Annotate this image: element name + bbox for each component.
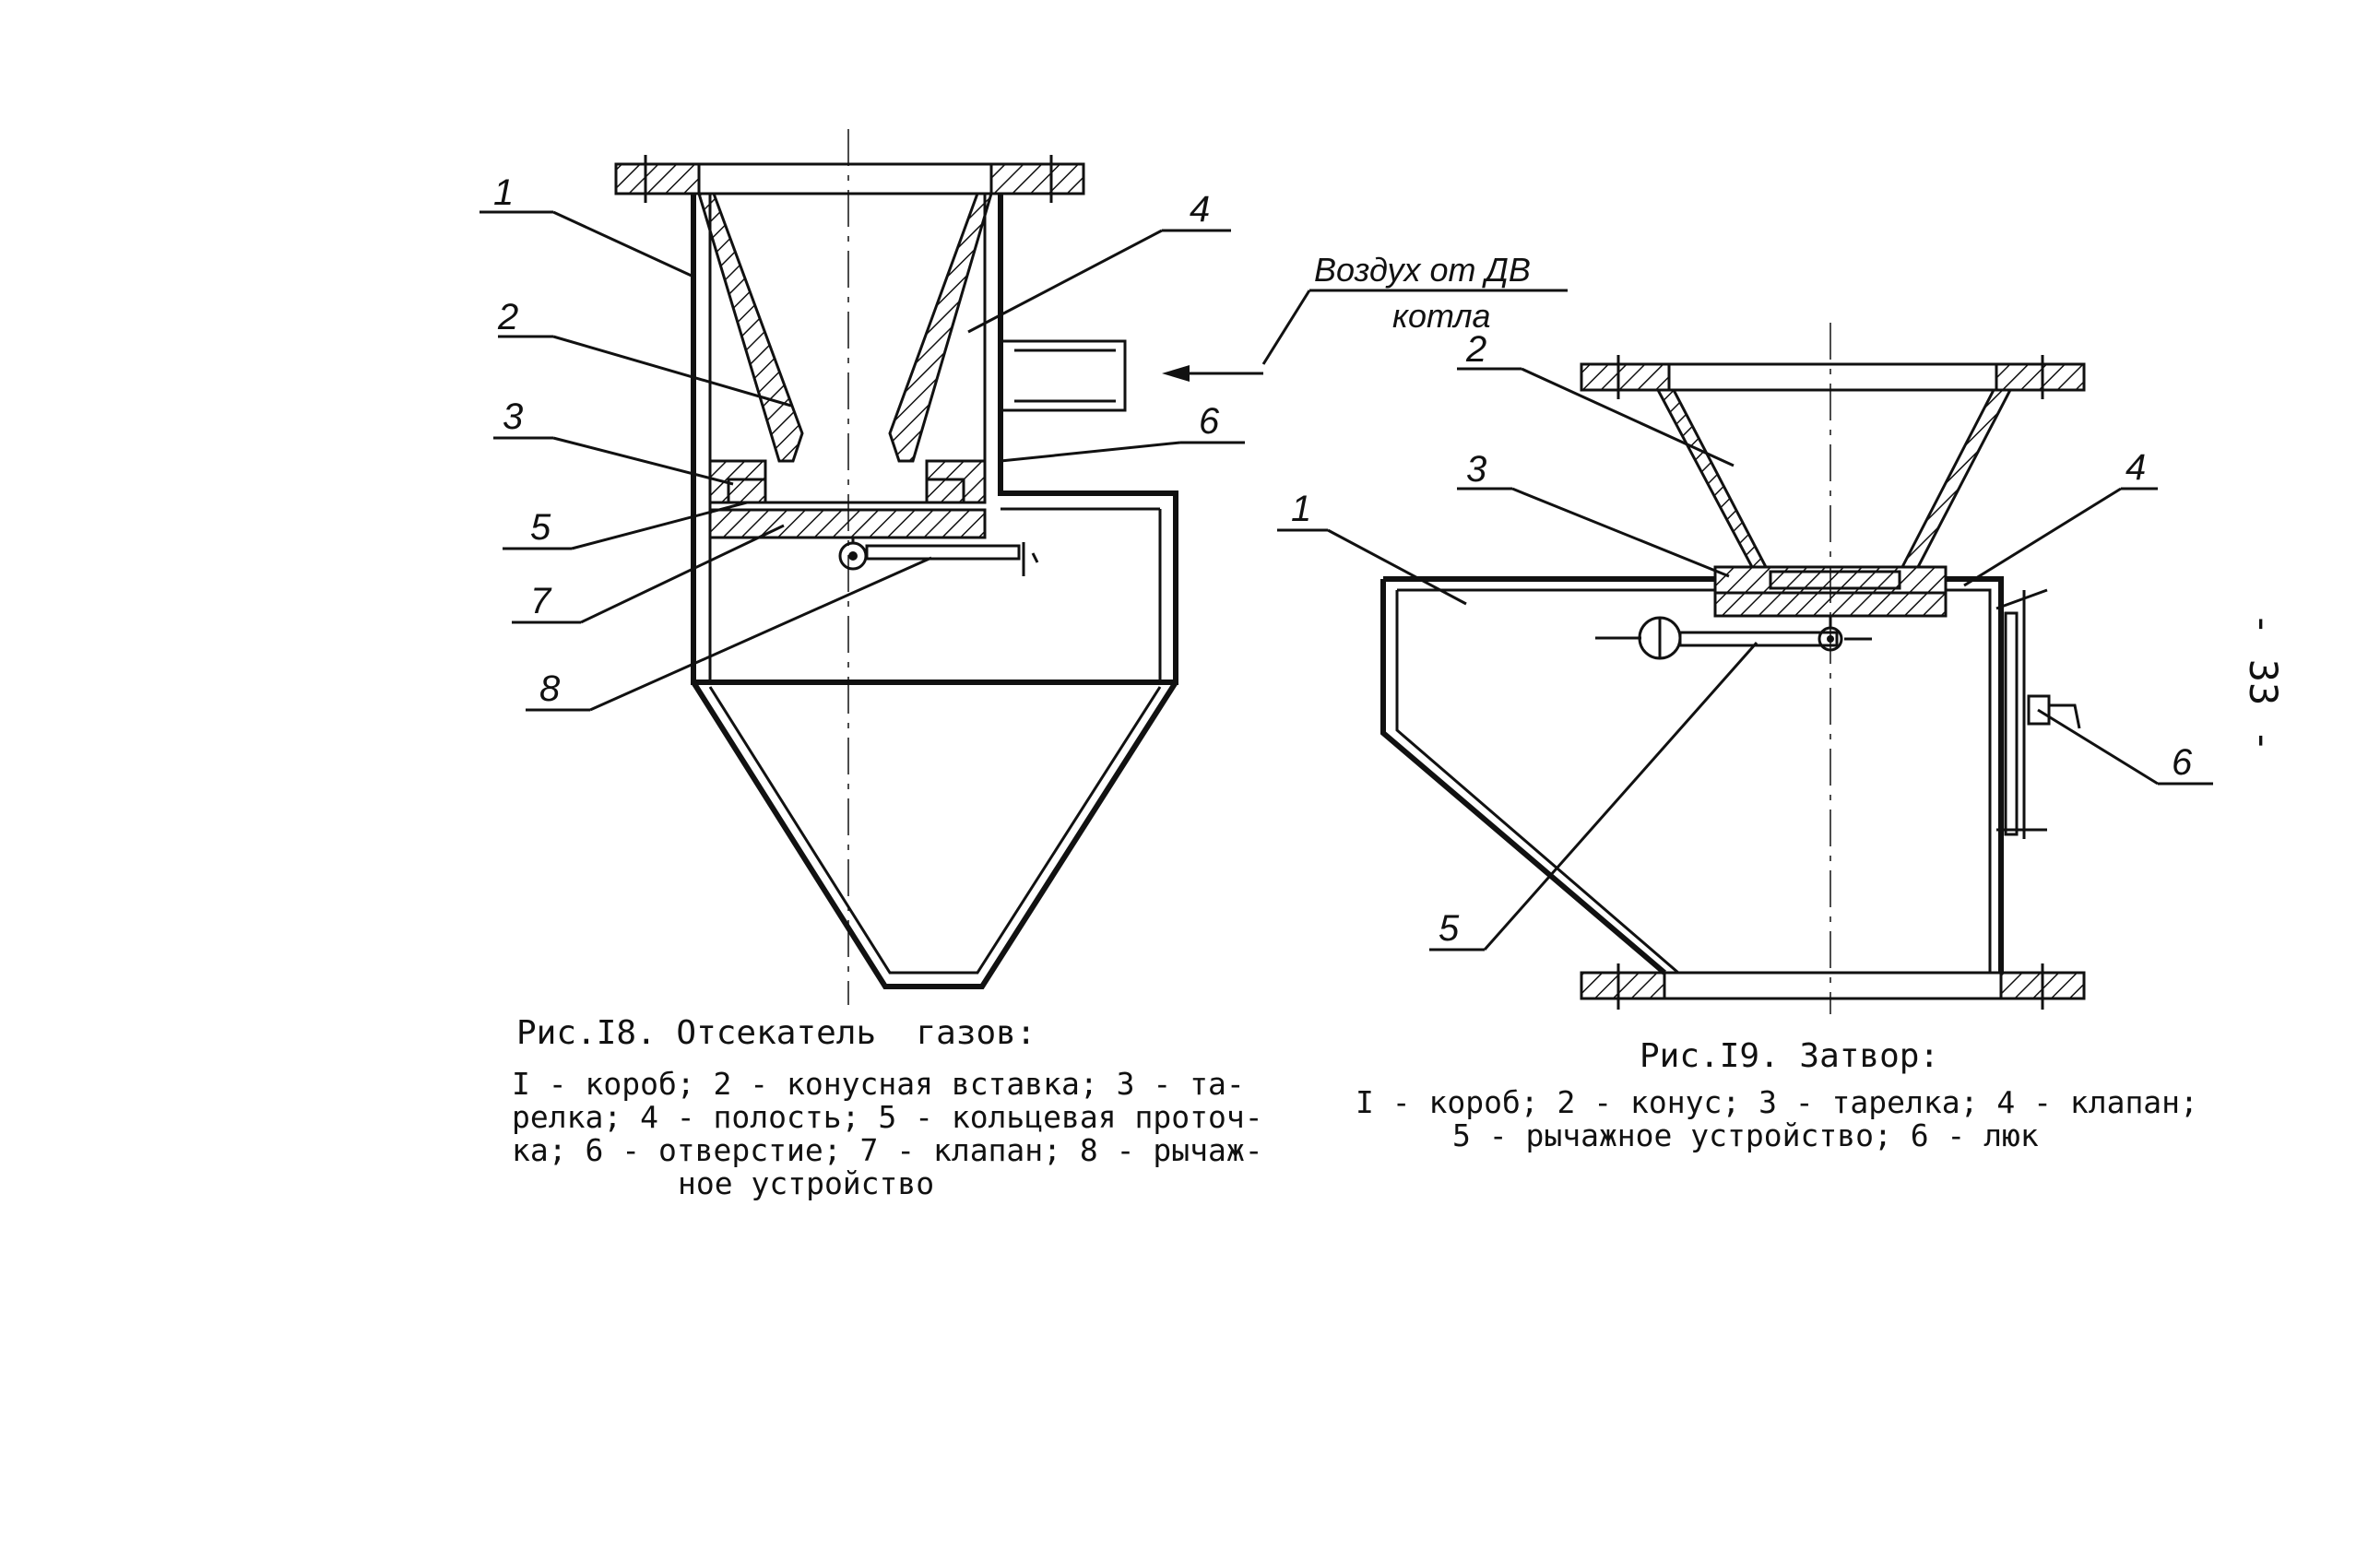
fig19-flange-top-left — [1580, 362, 1671, 392]
fig19-label-6: 6 — [2172, 742, 2193, 783]
fig19-cone-right — [1900, 388, 2013, 569]
fig18-label-7: 7 — [530, 581, 552, 621]
page-number: - 33 - — [2241, 612, 2286, 752]
fig18-flange-right — [989, 162, 1085, 195]
fig18-lever-arm — [865, 544, 1021, 561]
fig19-label-3: 3 — [1466, 449, 1486, 490]
fig19-legend-line2: 5 - рычажное устройство; 6 - люк — [1452, 1117, 2039, 1153]
fig18-label-4: 4 — [1190, 189, 1210, 230]
fig18-air-note-line2: котла — [1392, 297, 1491, 335]
fig18-cone-right — [888, 192, 994, 463]
fig18-label-1: 1 — [493, 172, 514, 213]
fig19-box — [1380, 576, 2004, 975]
fig18-air-note-line1: Воздух от ДВ — [1314, 251, 1531, 289]
fig18-label-3: 3 — [503, 396, 523, 437]
fig18-legend-line2: релка; 4 - полость; 5 - кольцевая проточ… — [512, 1099, 1263, 1135]
fig18-label-5: 5 — [530, 507, 551, 548]
fig18-flange-left — [614, 162, 701, 195]
fig18-legend-line3: ка; 6 - отверстие; 7 - клапан; 8 - рычаж… — [512, 1132, 1263, 1168]
fig18-hopper — [691, 680, 1178, 989]
fig19-label-2: 2 — [1465, 329, 1486, 370]
fig18-label-2: 2 — [497, 297, 518, 337]
fig18-plate-left — [708, 459, 767, 504]
fig19-label-5: 5 — [1439, 908, 1460, 949]
fig18-box — [691, 194, 1178, 685]
fig18-legend-line1: I - короб; 2 - конусная вставка; 3 - та- — [512, 1066, 1245, 1102]
fig19-cone-left — [1655, 388, 1769, 569]
fig19-hatch-door — [2004, 611, 2019, 836]
fig19-hatch-latch — [2027, 694, 2051, 726]
fig18-title: Рис.I8. Отсекатель газов: — [516, 1014, 1036, 1052]
fig18-cone-left — [696, 192, 804, 463]
fig19-lever-arm — [1678, 631, 1839, 647]
fig19-title: Рис.I9. Затвор: — [1640, 1037, 1940, 1075]
fig18-air-pipe — [999, 339, 1127, 412]
fig18-legend-line4: ное устройство — [678, 1165, 935, 1201]
fig18-label-6: 6 — [1199, 401, 1220, 442]
fig18-valve — [708, 508, 987, 539]
fig19-flange-bottom-left — [1580, 971, 1666, 1000]
fig18-label-8: 8 — [539, 668, 561, 709]
fig18-drawing: 1 2 3 4 5 6 7 8 Воздух от ДВ котла — [480, 129, 1568, 1005]
fig18-plate-right — [925, 459, 987, 504]
fig19-label-1: 1 — [1291, 489, 1311, 529]
fig19-flange-top-right — [1995, 362, 2086, 392]
fig19-label-4: 4 — [2125, 447, 2146, 488]
fig18-flange-opening — [697, 162, 993, 195]
fig19-drawing: 2 3 4 1 5 6 — [1277, 323, 2213, 1014]
fig19-legend-line1: I - короб; 2 - конус; 3 - тарелка; 4 - к… — [1356, 1084, 2198, 1120]
